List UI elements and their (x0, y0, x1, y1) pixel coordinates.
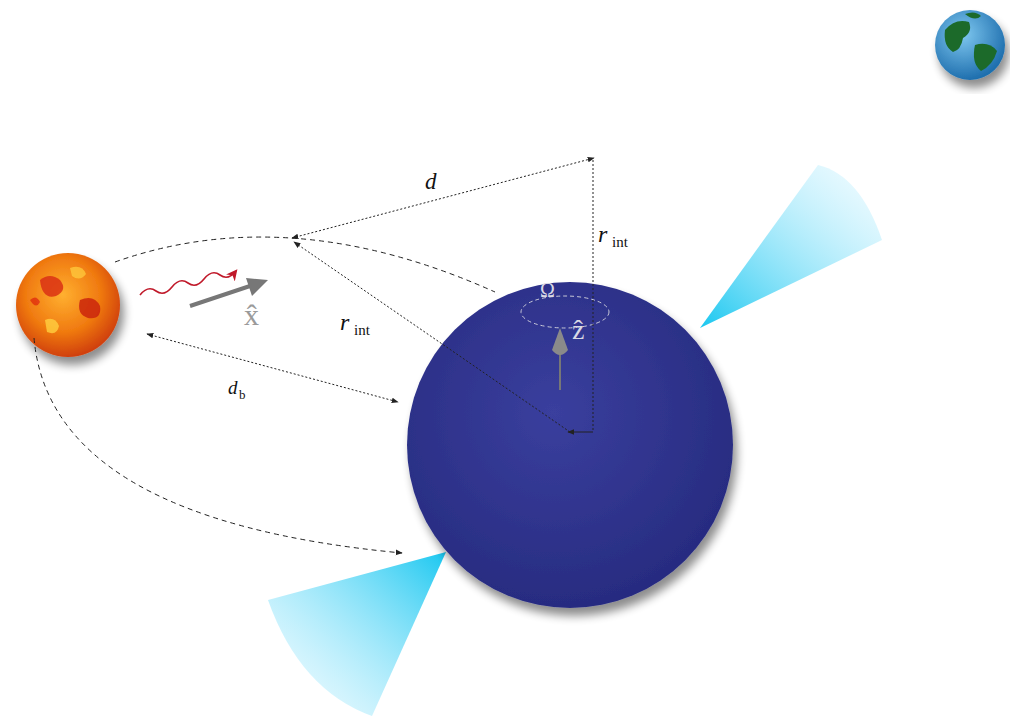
axis-label: x̂ (244, 300, 259, 330)
orbit-arc (34, 338, 402, 553)
earth-icon (935, 10, 1005, 80)
photon-wave (140, 271, 236, 295)
angular-velocity-label: Ω (540, 280, 555, 300)
separation-line (147, 334, 398, 402)
direction-arrow (190, 286, 250, 306)
radius-label: r (340, 310, 349, 334)
pulsar-beam (700, 165, 882, 328)
pulsar-beam (268, 552, 446, 716)
spin-arrow-head (552, 328, 568, 355)
axis-label: ẑ (572, 316, 584, 344)
radius-subscript: int (354, 323, 370, 338)
radius-line (593, 160, 594, 432)
radius-line (568, 432, 593, 433)
direction-arrow-head (246, 278, 268, 296)
separation-subscript: b (239, 388, 246, 401)
separation-label: d (228, 378, 238, 397)
distance-label: d (425, 170, 437, 193)
radius-subscript: int (612, 235, 628, 250)
radius-line (294, 242, 570, 432)
rotation-ellipse (521, 296, 609, 328)
neutron-star (407, 282, 733, 608)
distance-line (292, 158, 594, 238)
companion-star (16, 253, 120, 357)
radius-label: r (598, 222, 607, 246)
orbit-arc (115, 237, 495, 292)
